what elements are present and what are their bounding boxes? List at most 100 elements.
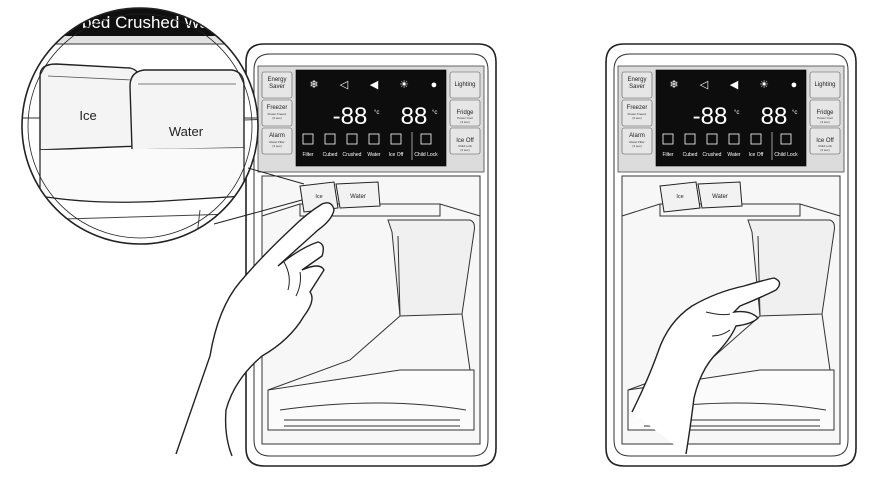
display-mode-label: Cubed <box>683 152 698 158</box>
panel-button-label: Alarm <box>269 133 285 139</box>
lock-icon <box>780 133 792 145</box>
water-glass-icon <box>368 133 380 145</box>
zoom-water-label: Water <box>169 124 204 139</box>
zoom-water-button[interactable] <box>129 69 245 151</box>
panel-button-sublabel: Power Freeze <box>268 112 287 116</box>
display-screen <box>295 69 447 167</box>
freezer-temp-unit: °c <box>374 110 379 116</box>
panel-button-label: Fridge <box>456 110 474 116</box>
panel-button-ice-off[interactable] <box>449 127 481 155</box>
light-icon: ☀ <box>399 79 409 91</box>
panel-button-sublabel: (3 sec) <box>632 144 641 148</box>
lock-icon <box>420 133 432 145</box>
right-hand <box>631 277 781 455</box>
zoom-ice-button[interactable] <box>39 63 141 151</box>
panel-button-label: Energy <box>267 77 286 83</box>
panel-button-label: Alarm <box>629 133 645 139</box>
left-ice-label: Ice <box>315 194 322 200</box>
panel-button-label: Freezer <box>627 105 648 111</box>
left-hand <box>175 202 335 457</box>
right-ice-label: Ice <box>676 194 683 200</box>
panel-button-alarm[interactable] <box>261 127 293 155</box>
right-ice-button[interactable] <box>659 181 701 213</box>
speaker-icon: ◀ <box>370 79 379 91</box>
right-hand-finger-crease <box>705 311 731 337</box>
water-drop-icon: ◁ <box>340 79 349 91</box>
panel-button-sublabel: (3 sec) <box>460 120 469 124</box>
display-mode-label: Child Lock <box>414 152 438 158</box>
display-mode-label: Crushed <box>703 152 722 158</box>
zoom-ice-label: Ice <box>79 108 96 123</box>
panel-button-label: Freezer <box>267 105 288 111</box>
panel-button-sublabel: (3 sec) <box>272 144 281 148</box>
panel-button-freezer[interactable] <box>261 99 293 127</box>
right-water-button[interactable] <box>697 181 743 209</box>
panel-button-label: Lighting <box>454 82 475 88</box>
panel-button-energy-saver[interactable] <box>621 71 653 99</box>
panel-button-sublabel: Reset Filter <box>269 140 284 144</box>
light-icon: ☀ <box>759 79 769 91</box>
zoom-circle-outline <box>21 7 259 245</box>
panel-button-sublabel: Reset Filter <box>629 140 644 144</box>
display-mode-label: Water <box>367 152 380 158</box>
left-frame-inner <box>253 53 489 457</box>
right-dispense-buttons: Ice Water <box>659 181 743 213</box>
panel-button-label: Saver <box>269 84 285 90</box>
snowflake-icon: ❄ <box>309 79 318 91</box>
display-mode-label: Cubed <box>323 152 338 158</box>
panel-button-sublabel: Power Cool <box>817 116 833 120</box>
panel-button-alarm[interactable] <box>621 127 653 155</box>
panel-button-fridge[interactable] <box>449 99 481 127</box>
panel-button-ice-off[interactable] <box>809 127 841 155</box>
cubed-ice-icon <box>684 133 696 145</box>
panel-button-sublabel: Child Lock <box>458 144 473 148</box>
zoom-callout: bed Crushed Water Ice Water <box>21 7 305 245</box>
display-mode-label: Child Lock <box>774 152 798 158</box>
display-screen <box>655 69 807 167</box>
panel-button-sublabel: Power Cool <box>457 116 473 120</box>
panel-button-lighting[interactable] <box>809 71 841 99</box>
panel-button-sublabel: Power Freeze <box>628 112 647 116</box>
drop-icon: ● <box>791 79 798 91</box>
display-mode-label: Water <box>727 152 740 158</box>
left-water-button[interactable] <box>335 181 381 209</box>
panel-button-sublabel: (3 sec) <box>820 148 829 152</box>
crushed-ice-icon <box>346 133 358 145</box>
left-dispenser-recess <box>261 175 481 445</box>
left-hand-finger-crease <box>283 261 301 297</box>
ice-off-icon <box>390 133 402 145</box>
left-water-label: Water <box>350 194 366 200</box>
panel-button-fridge[interactable] <box>809 99 841 127</box>
fridge-temp-readout: 88 <box>761 103 788 130</box>
freezer-temp-unit: °c <box>734 110 739 116</box>
panel-button-lighting[interactable] <box>449 71 481 99</box>
panel-button-label: Fridge <box>816 110 834 116</box>
panel-button-sublabel: (3 sec) <box>820 120 829 124</box>
fridge-temp-readout: 88 <box>401 103 428 130</box>
panel-button-label: Saver <box>629 84 645 90</box>
snowflake-icon: ❄ <box>669 79 678 91</box>
display-mode-label: Filter <box>662 152 673 158</box>
panel-button-freezer[interactable] <box>621 99 653 127</box>
freezer-temp-readout: -88 <box>333 103 368 130</box>
panel-button-sublabel: (3 sec) <box>460 148 469 152</box>
right-water-label: Water <box>712 194 728 200</box>
speaker-icon: ◀ <box>730 79 739 91</box>
panel-button-sublabel: (3 sec) <box>272 116 281 120</box>
cubed-ice-icon <box>324 133 336 145</box>
panel-button-energy-saver[interactable] <box>261 71 293 99</box>
panel-button-sublabel: (3 sec) <box>632 116 641 120</box>
drop-icon: ● <box>431 79 438 91</box>
display-mode-label: Crushed <box>343 152 362 158</box>
panel-button-label: Ice Off <box>456 138 474 144</box>
water-drop-icon: ◁ <box>700 79 709 91</box>
display-mode-label: Ice Off <box>389 152 404 158</box>
water-glass-icon <box>728 133 740 145</box>
right-frame-inner <box>613 53 849 457</box>
fridge-temp-unit: °c <box>432 110 437 116</box>
